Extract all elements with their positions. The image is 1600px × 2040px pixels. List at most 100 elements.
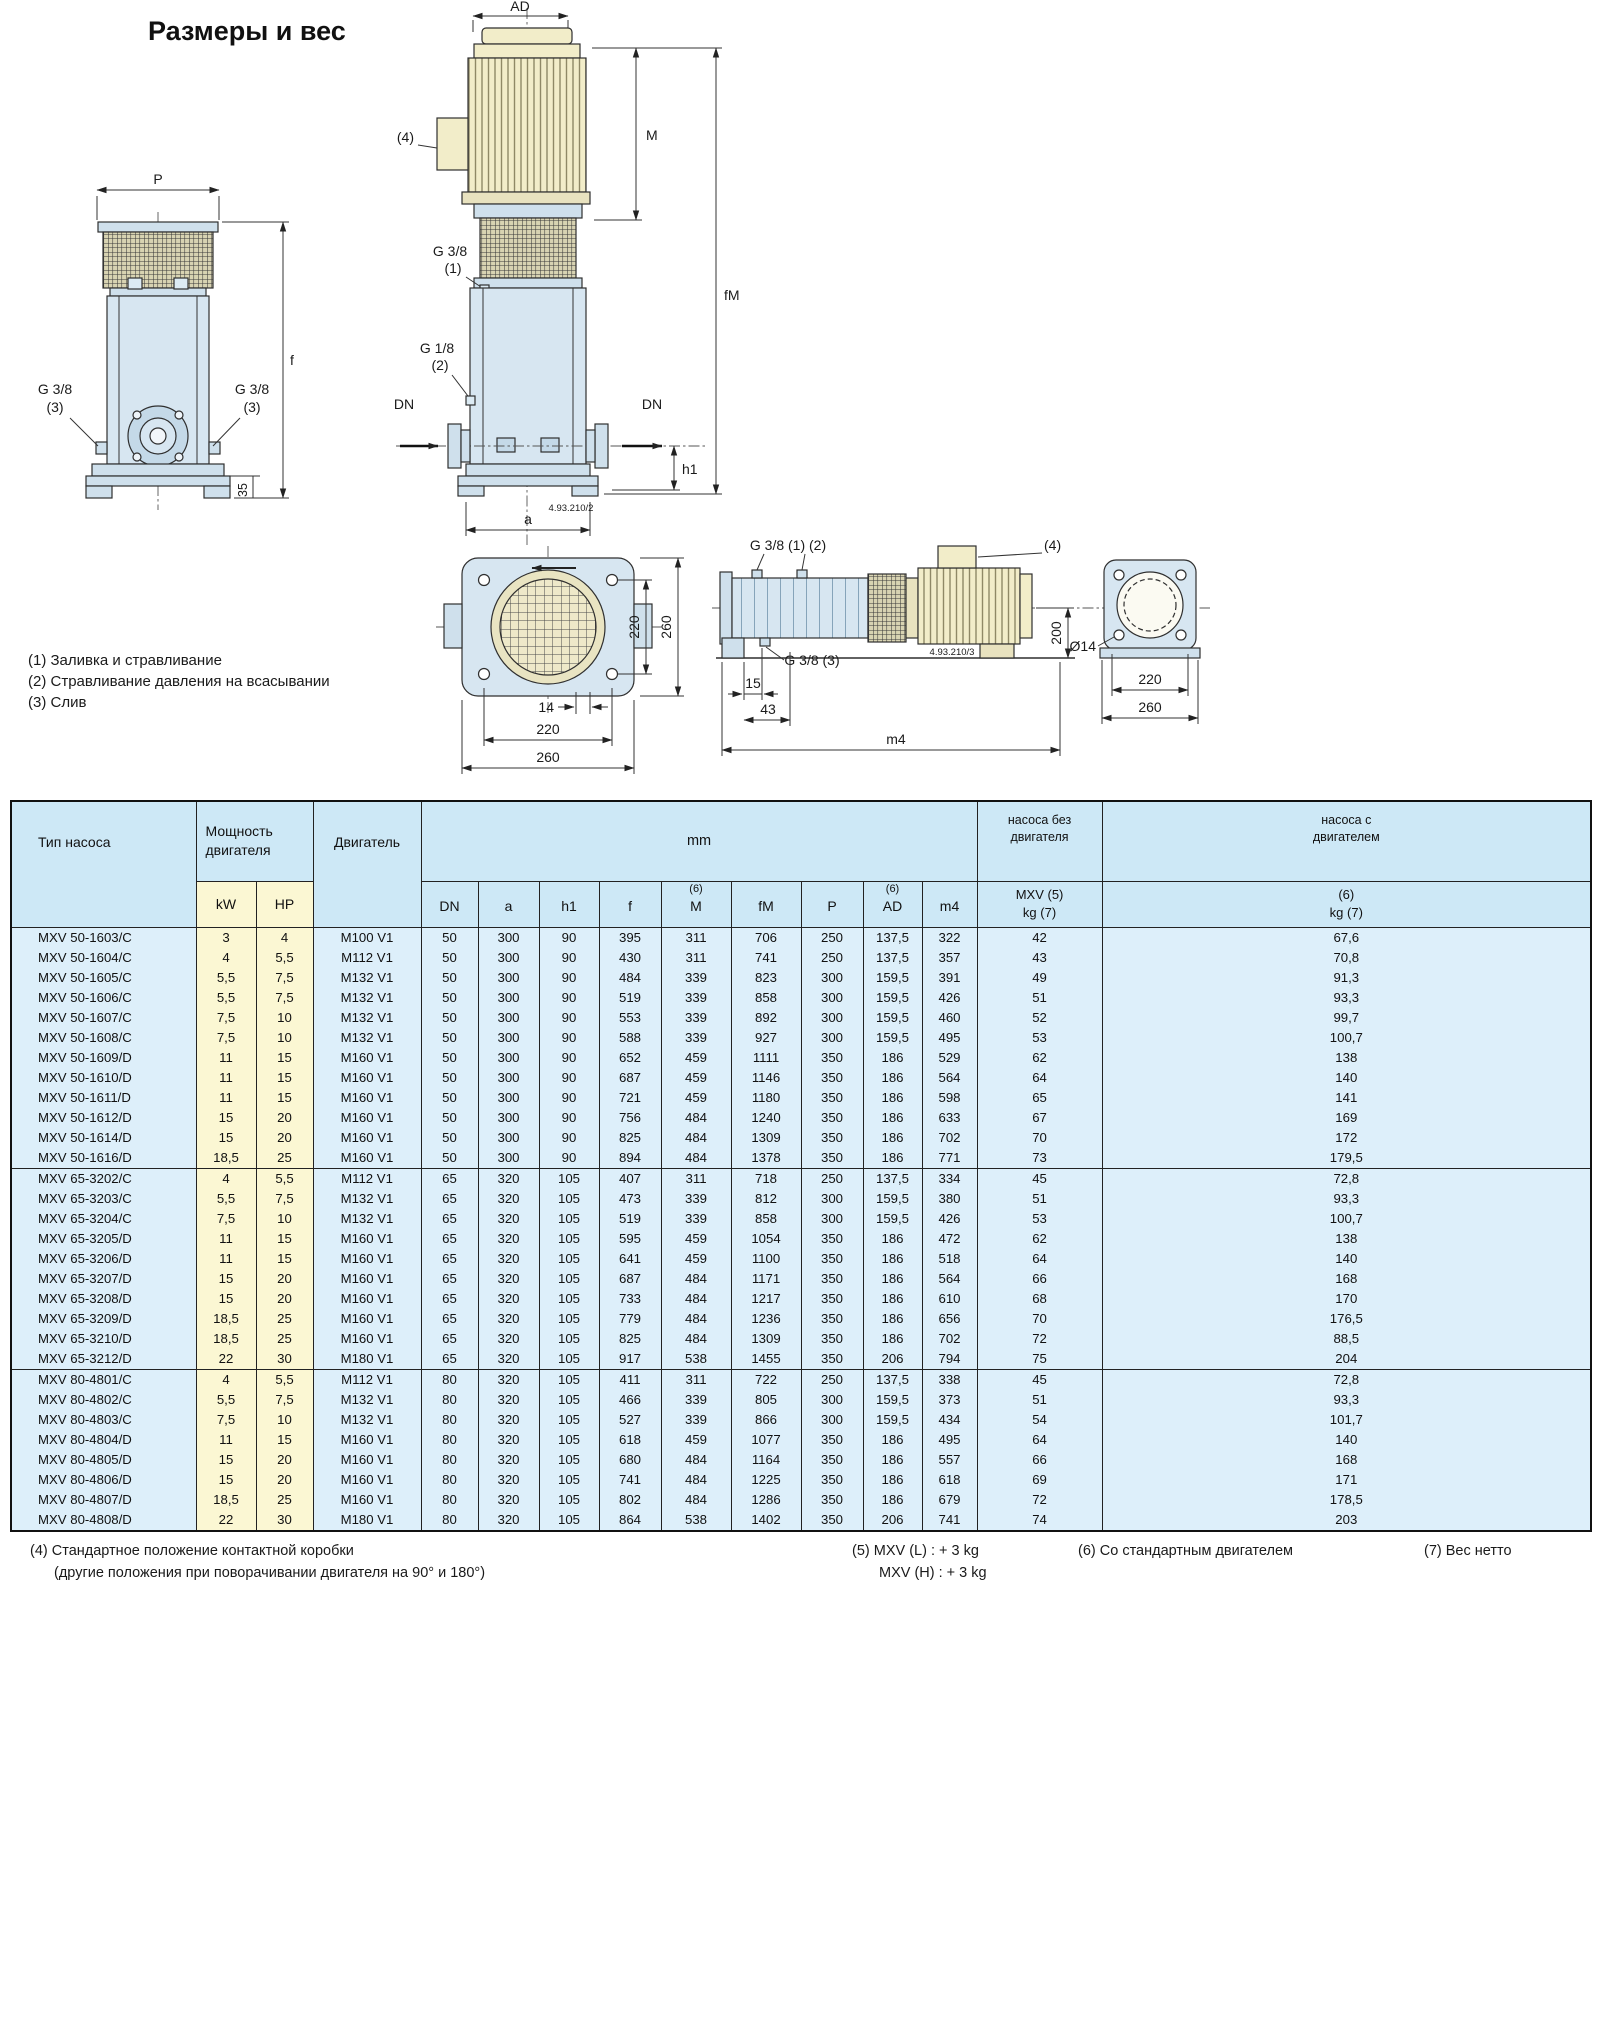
value-cell: 25 [255,1308,314,1329]
legend-item-3: (3) Слив [28,694,87,711]
value-cell: 300 [477,1027,540,1048]
value-cell: 90 [538,947,600,968]
dim-label-m4: m4 [886,731,906,747]
dim-label-200: 200 [1048,621,1064,645]
value-cell: 5,5 [255,1368,314,1390]
port-label-g38-1-2: G 3/8 (1) (2) [750,537,826,553]
header-m4: m4 [921,880,978,928]
port-label-g38-right: G 3/8 [235,381,269,397]
value-cell: 186 [862,1248,923,1269]
dim-label-220-r: 220 [1138,671,1162,687]
value-cell: 1111 [730,1047,802,1068]
value-cell: 50 [420,1027,479,1048]
value-cell: M160 V1 [312,1067,422,1088]
value-cell: M160 V1 [312,1087,422,1108]
value-cell: 186 [862,1047,923,1068]
dim-label-14: 14 [538,699,554,715]
value-cell: 484 [598,967,662,988]
value-cell: 53 [976,1027,1103,1048]
dim-label-220-h: 220 [536,721,560,737]
dim-label-35: 35 [236,483,250,497]
value-cell: M160 V1 [312,1107,422,1128]
value-cell: 350 [800,1147,864,1168]
value-cell: 141 [1101,1087,1592,1108]
value-cell: M180 V1 [312,1348,422,1369]
value-cell: 484 [660,1328,732,1349]
pump-type-cell: MXV 50-1605/C [10,967,197,988]
value-cell: 4 [195,1167,257,1189]
value-cell: 320 [477,1188,540,1209]
value-cell: M132 V1 [312,1188,422,1209]
value-cell: M160 V1 [312,1489,422,1510]
value-cell: 140 [1101,1429,1592,1450]
value-cell: 67,6 [1101,927,1592,948]
value-cell: 5,5 [195,967,257,988]
value-cell: M112 V1 [312,1368,422,1390]
value-cell: 5,5 [255,1167,314,1189]
value-cell: M160 V1 [312,1228,422,1249]
value-cell: 687 [598,1067,662,1088]
value-cell: 300 [800,1389,864,1410]
value-cell: 25 [255,1328,314,1349]
value-cell: 300 [800,1027,864,1048]
value-cell: 159,5 [862,1389,923,1410]
dim-label-h1: h1 [682,461,698,477]
value-cell: 300 [477,927,540,948]
value-cell: 802 [598,1489,662,1510]
value-cell: 718 [730,1167,802,1189]
value-cell: 680 [598,1449,662,1470]
value-cell: 466 [598,1389,662,1410]
value-cell: 300 [800,1188,864,1209]
value-cell: 80 [420,1509,479,1531]
value-cell: 339 [660,1409,732,1430]
value-cell: 15 [195,1268,257,1289]
value-cell: 15 [195,1449,257,1470]
dimensions-table: Тип насоса Мощность двигателя Двигатель … [10,800,1593,1532]
value-cell: M160 V1 [312,1248,422,1269]
drawing-code-2: 4.93.210/2 [549,503,594,514]
value-cell: 741 [598,1469,662,1490]
value-cell: 64 [976,1429,1103,1450]
value-cell: 339 [660,1188,732,1209]
port-label-3-left: (3) [46,399,63,415]
value-cell: 300 [800,967,864,988]
value-cell: 7,5 [255,1389,314,1410]
value-cell: 186 [862,1429,923,1450]
value-cell: 11 [195,1087,257,1108]
value-cell: 137,5 [862,1167,923,1189]
value-cell: M132 V1 [312,1208,422,1229]
value-cell: 7,5 [195,1409,257,1430]
value-cell: 52 [976,1007,1103,1028]
pump-type-cell: MXV 80-4804/D [10,1429,197,1450]
value-cell: 459 [660,1248,732,1269]
value-cell: 391 [921,967,978,988]
dim-label-a: a [524,511,532,527]
value-cell: 1455 [730,1348,802,1369]
value-cell: 812 [730,1188,802,1209]
value-cell: 460 [921,1007,978,1028]
value-cell: 68 [976,1288,1103,1309]
value-cell: 339 [660,987,732,1008]
value-cell: 350 [800,1328,864,1349]
value-cell: 350 [800,1107,864,1128]
value-cell: 794 [921,1348,978,1369]
value-cell: 90 [538,1027,600,1048]
value-cell: 350 [800,1348,864,1369]
value-cell: 588 [598,1027,662,1048]
header-pump-type: Тип насоса [10,800,197,928]
value-cell: 62 [976,1047,1103,1068]
value-cell: 171 [1101,1469,1592,1490]
value-cell: 186 [862,1067,923,1088]
value-cell: 350 [800,1509,864,1531]
value-cell: 459 [660,1087,732,1108]
counterflange-view-drawing: Ø14 220 260 [1070,559,1201,724]
value-cell: 721 [598,1087,662,1108]
footnote-6: (6) Со стандартным двигателем [1078,1543,1293,1559]
value-cell: 495 [921,1027,978,1048]
value-cell: 18,5 [195,1147,257,1168]
